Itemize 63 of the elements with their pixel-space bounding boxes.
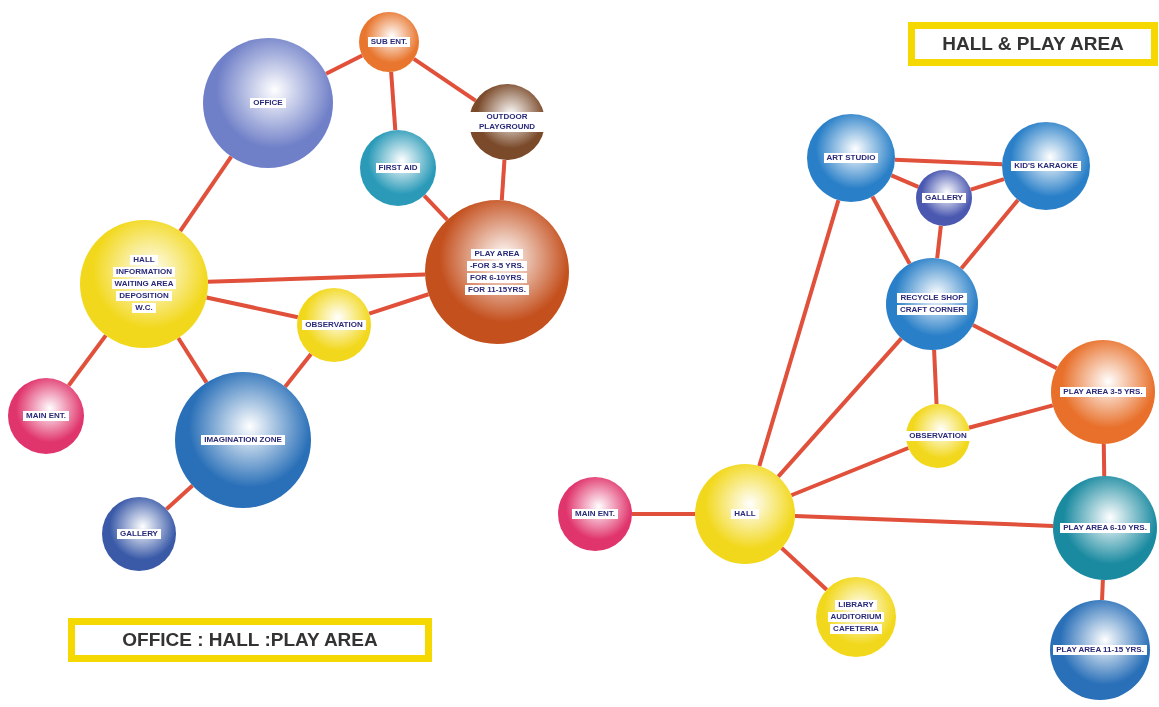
connector-line: [780, 546, 829, 592]
node-label: OBSERVATION: [906, 431, 970, 441]
node-label: IMAGINATION ZONE: [201, 435, 285, 445]
node-label: RECYCLE SHOP: [897, 293, 967, 303]
node-label: OBSERVATION: [302, 320, 366, 330]
node-label: FIRST AID: [375, 163, 421, 173]
connector-line: [870, 195, 912, 265]
connector-line: [422, 194, 449, 222]
node-label: PLAY AREA 3-5 YRS.: [1060, 387, 1146, 397]
connector-line: [165, 484, 194, 511]
connector-line: [207, 272, 426, 284]
node-label: GALLERY: [922, 193, 966, 203]
connector-line: [499, 159, 507, 201]
node-label: -FOR 3-5 YRS.: [466, 261, 528, 271]
connector-line: [178, 155, 233, 233]
connector-line: [632, 512, 695, 516]
connector-line: [412, 57, 477, 103]
connector-line: [968, 403, 1054, 430]
node-label: PLAY AREA: [471, 249, 523, 259]
node-label: HALL: [130, 255, 158, 265]
connector-line: [1101, 443, 1107, 477]
connector-line: [959, 198, 1020, 270]
connector-line: [794, 513, 1054, 528]
node-label: CAFETERIA: [830, 624, 882, 634]
node-label: LIBRARY: [835, 600, 877, 610]
node-label: AUDITORIUM: [827, 612, 885, 622]
node-label: DEPOSITION: [116, 291, 172, 301]
title-banner: OFFICE : HALL :PLAY AREA: [68, 618, 432, 662]
node-label: W.C.: [132, 303, 156, 313]
connector-line: [67, 334, 108, 387]
connector-line: [776, 337, 903, 478]
node-label: ART STUDIO: [823, 153, 879, 163]
connector-line: [176, 336, 209, 384]
connector-line: [970, 177, 1005, 192]
node-label: SUB ENT.: [367, 37, 411, 47]
connector-line: [368, 292, 430, 316]
connector-line: [790, 446, 910, 498]
connector-line: [890, 173, 920, 189]
connector-line: [932, 349, 939, 405]
node-label: GALLERY: [117, 529, 161, 539]
connector-line: [894, 157, 1003, 167]
node-label: OFFICE: [250, 98, 286, 108]
connector-line: [206, 295, 299, 320]
connector-line: [972, 323, 1058, 370]
node-label: OUTDOOR PLAYGROUND: [469, 112, 545, 132]
node-label: MAIN ENT.: [23, 411, 69, 421]
node-label: WAITING AREA: [111, 279, 177, 289]
node-label: CRAFT CORNER: [897, 305, 967, 315]
node-label: KID'S KARAOKE: [1011, 161, 1081, 171]
title-banner: HALL & PLAY AREA: [908, 22, 1158, 66]
connector-line: [389, 71, 398, 131]
node-label: PLAY AREA 11-15 YRS.: [1053, 645, 1147, 655]
connector-line: [757, 199, 841, 467]
node-label: FOR 6-10YRS.: [467, 273, 527, 283]
node-label: INFORMATION: [113, 267, 175, 277]
node-label: HALL: [731, 509, 759, 519]
node-label: MAIN ENT.: [572, 509, 618, 519]
connector-line: [935, 225, 943, 259]
connector-line: [283, 352, 313, 388]
connector-line: [1100, 579, 1105, 601]
node-label: PLAY AREA 6-10 YRS.: [1060, 523, 1150, 533]
connector-line: [325, 53, 364, 76]
node-label: FOR 11-15YRS.: [465, 285, 529, 295]
